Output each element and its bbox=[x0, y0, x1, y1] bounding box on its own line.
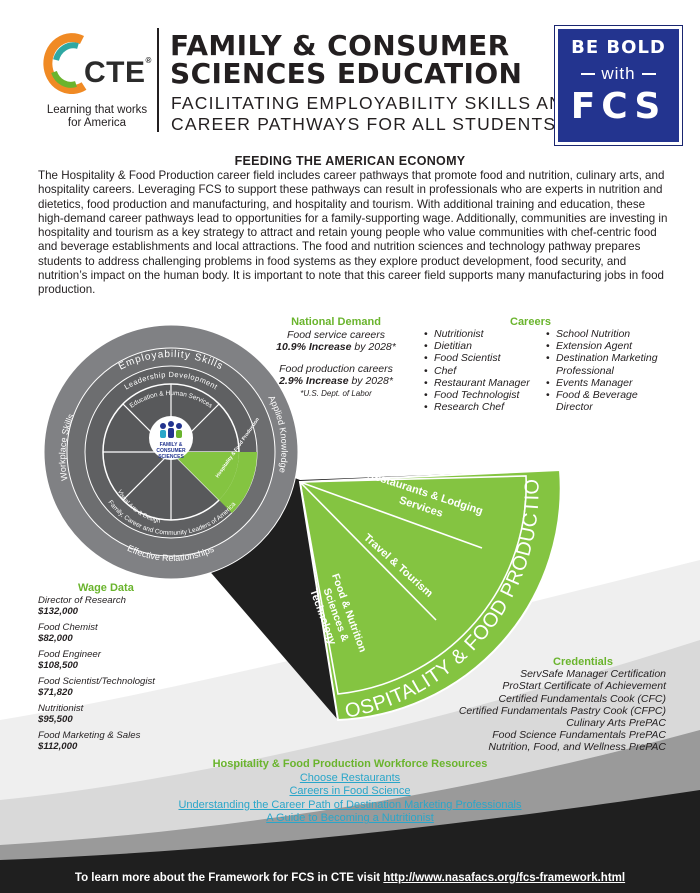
wage-data: Wage Data Director of Research $132,000 … bbox=[38, 583, 188, 757]
wage-title: Nutritionist bbox=[38, 703, 84, 714]
nd-stat-1: 10.9% Increase bbox=[276, 341, 352, 353]
careers-heading: Careers bbox=[510, 316, 551, 328]
wage-title: Food Marketing & Sales bbox=[38, 730, 141, 741]
page-header: CTE® Learning that works for America FAM… bbox=[0, 0, 700, 150]
badge-dash-left bbox=[581, 73, 596, 75]
wheel-center-label-1: FAMILY & bbox=[160, 442, 183, 448]
wedge-divider-2 bbox=[299, 481, 437, 621]
badge-top-text: BE BOLD bbox=[571, 37, 666, 58]
list-item: Food Scientist bbox=[424, 352, 544, 364]
list-item: Destination Marketing Professional bbox=[546, 352, 676, 376]
nd-line-2-stat-row: 2.9% Increase by 2028* bbox=[262, 375, 410, 388]
list-item: Nutrition, Food, and Wellness PrePAC bbox=[488, 741, 666, 754]
list-item: Extension Agent bbox=[546, 340, 676, 352]
resource-link-food-science[interactable]: Careers in Food Science bbox=[289, 785, 411, 798]
page-subtitle-line-1: FACILITATING EMPLOYABILITY SKILLS AND bbox=[171, 93, 577, 113]
careers-list-b: School Nutrition Extension Agent Destina… bbox=[546, 328, 676, 413]
footer: To learn more about the Framework for FC… bbox=[0, 872, 700, 884]
page-subtitle-line-2: CAREER PATHWAYS FOR ALL STUDENTS bbox=[171, 114, 557, 134]
wage-title: Food Engineer bbox=[38, 649, 101, 660]
fcs-family-icon bbox=[160, 421, 182, 438]
cte-logo: CTE® Learning that works for America bbox=[38, 30, 158, 140]
cte-swirl-logo-icon bbox=[43, 33, 87, 94]
wheel-highlight-ring bbox=[219, 452, 258, 513]
workforce-resources: Hospitality & Food Production Workforce … bbox=[130, 758, 570, 826]
badge-mid-text: with bbox=[601, 64, 636, 83]
wage-data-heading: Wage Data bbox=[78, 582, 134, 594]
wage-value: $132,000 bbox=[38, 606, 79, 617]
resources-heading: Hospitality & Food Production Workforce … bbox=[212, 758, 488, 770]
list-item: Dietitian bbox=[424, 340, 544, 352]
wage-title: Food Scientist/Technologist bbox=[38, 676, 155, 687]
credentials: Credentials ServSafe Manager Certificati… bbox=[420, 656, 666, 754]
cte-tagline: Learning that works for America bbox=[46, 104, 148, 129]
resource-link-restaurants[interactable]: Choose Restaurants bbox=[299, 771, 401, 784]
be-bold-badge: BE BOLD with FCS bbox=[554, 25, 683, 146]
list-item: Food Technologist bbox=[424, 389, 544, 401]
wage-value: $82,000 bbox=[38, 633, 73, 644]
wage-value: $71,820 bbox=[38, 687, 73, 698]
national-demand: National Demand Food service careers 10.… bbox=[262, 316, 410, 400]
national-demand-heading: National Demand bbox=[291, 316, 381, 328]
careers-list-a: Nutritionist Dietitian Food Scientist Ch… bbox=[424, 328, 544, 414]
list-item: Research Chef bbox=[424, 401, 544, 413]
nd-stat-1-suffix: by 2028* bbox=[351, 341, 396, 353]
section-heading: FEEDING THE AMERICAN ECONOMY bbox=[234, 154, 466, 168]
list-item: Food Science Fundamentals PrePAC bbox=[492, 729, 666, 742]
wage-title: Director of Research bbox=[38, 595, 126, 606]
background-waves bbox=[0, 560, 700, 893]
fcs-framework-wheel: FAMILY & CONSUMER SCIENCES Employability… bbox=[0, 300, 562, 723]
wage-title: Food Chemist bbox=[38, 622, 98, 633]
list-item: Certified Fundamentals Cook (CFC) bbox=[498, 692, 666, 705]
page-title-line-1: FAMILY & CONSUMER bbox=[170, 29, 510, 62]
wedge-divider-1 bbox=[299, 481, 483, 549]
wage-value: $108,500 bbox=[38, 660, 79, 671]
list-item: Restaurant Manager bbox=[424, 377, 544, 389]
hospitality-wedge bbox=[298, 468, 562, 722]
nd-line-2: Food production careers bbox=[279, 362, 393, 375]
list-item: ProStart Certificate of Achievement bbox=[502, 680, 666, 693]
wage-value: $112,000 bbox=[38, 741, 78, 752]
list-item: Nutritionist bbox=[424, 328, 544, 340]
nd-gap bbox=[262, 354, 410, 363]
wedge-inner-arc bbox=[299, 475, 527, 695]
resource-link-nutritionist[interactable]: A Guide to Becoming a Nutritionist bbox=[266, 812, 434, 825]
list-item: Culinary Arts PrePAC bbox=[566, 717, 666, 730]
header-divider bbox=[157, 28, 159, 132]
list-item: Certified Fundamentals Pastry Cook (CFPC… bbox=[458, 704, 666, 717]
resource-link-destination-marketing[interactable]: Understanding the Career Path of Destina… bbox=[178, 798, 522, 811]
cte-wordmark: CTE® bbox=[84, 56, 152, 89]
wheel-center-label-3: SCIENCES bbox=[158, 454, 184, 460]
nd-line-1: Food service careers bbox=[286, 328, 386, 341]
badge-dash-right bbox=[641, 73, 656, 75]
wage-value: $95,500 bbox=[38, 714, 73, 725]
list-item: Food & Beverage Director bbox=[546, 389, 676, 413]
list-item: Events Manager bbox=[546, 377, 676, 389]
footer-text: To learn more about the Framework for FC… bbox=[74, 872, 384, 884]
credentials-heading: Credentials bbox=[553, 656, 613, 668]
list-item: Chef bbox=[424, 365, 544, 377]
footer-framework-link[interactable]: http://www.nasafacs.org/fcs-framework.ht… bbox=[383, 872, 626, 884]
intro-paragraph: The Hospitality & Food Production career… bbox=[38, 169, 668, 297]
list-item: ServSafe Manager Certification bbox=[520, 668, 666, 681]
nd-source: *U.S. Dept. of Labor bbox=[300, 388, 372, 398]
nd-stat-2-suffix: by 2028* bbox=[348, 375, 393, 387]
nd-stat-2: 2.9% Increase bbox=[279, 375, 349, 387]
wheel-center-label-2: CONSUMER bbox=[156, 448, 186, 454]
page-title-line-2: SCIENCES EDUCATION bbox=[170, 57, 523, 90]
nd-line-1-stat-row: 10.9% Increase by 2028* bbox=[262, 341, 410, 354]
wheel-highlight-segment bbox=[171, 452, 239, 500]
badge-bottom-text: FCS bbox=[570, 86, 667, 127]
list-item: School Nutrition bbox=[546, 328, 676, 340]
badge-mid-row: with bbox=[558, 64, 679, 84]
